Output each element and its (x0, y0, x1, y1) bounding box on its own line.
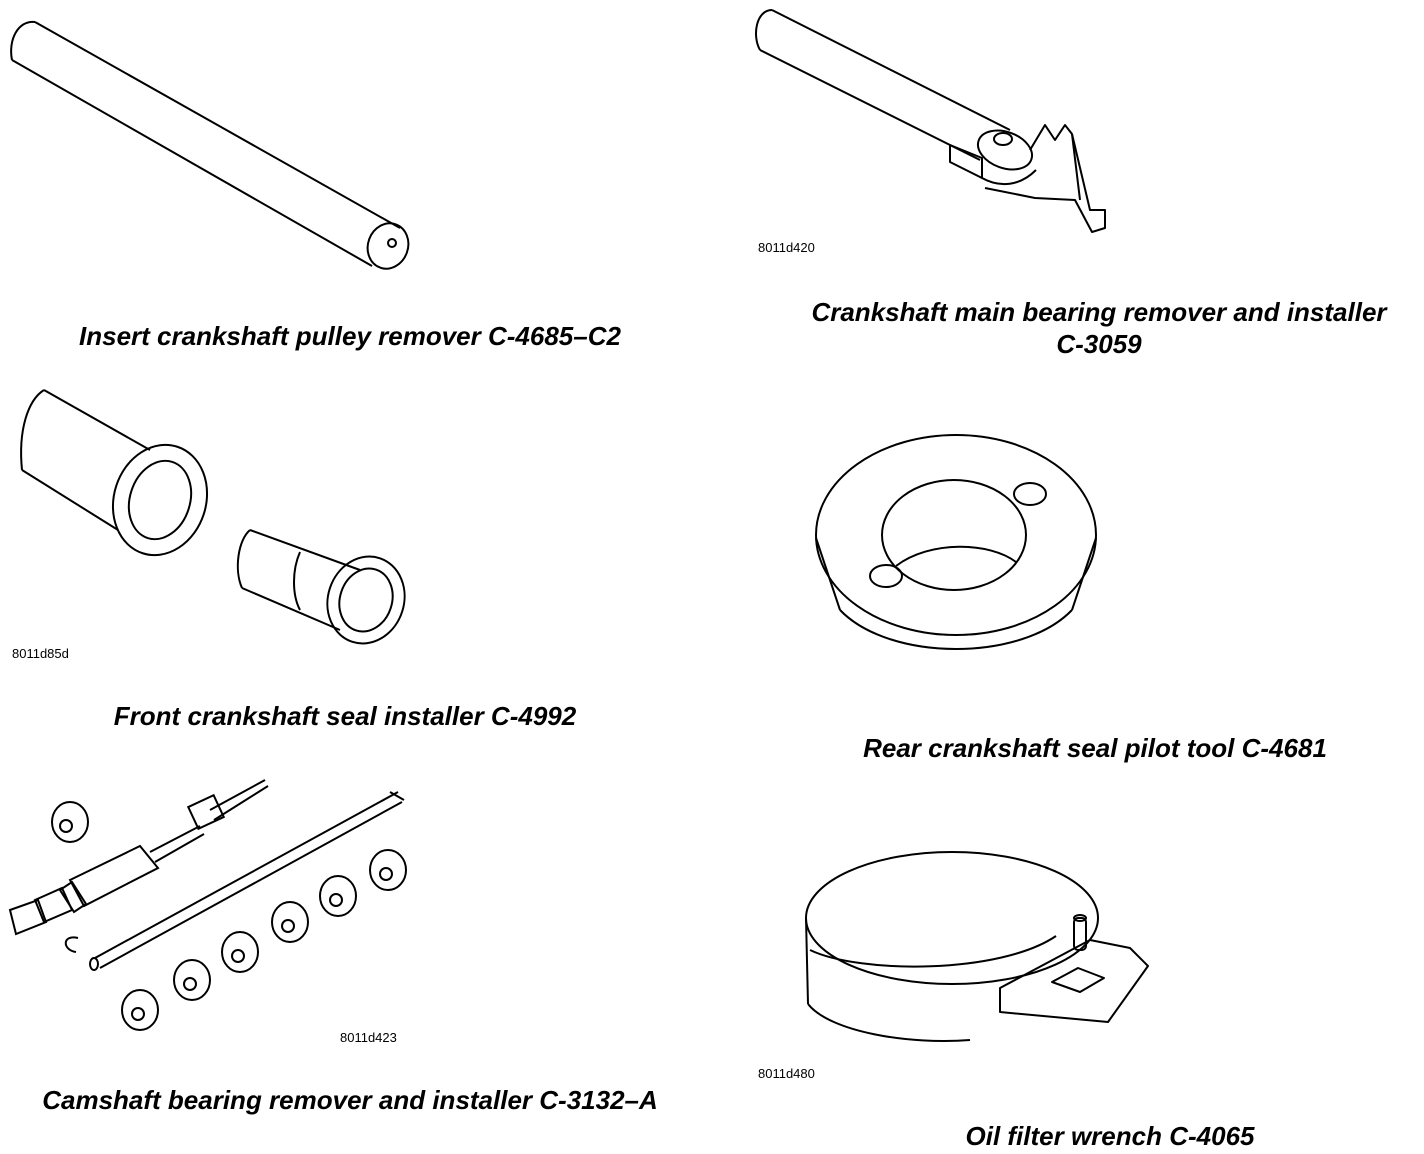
tool-panel-oil-filter-wrench: 8011d480 Oil filter wrench C-4065 (700, 770, 1424, 1154)
rear-seal-pilot-illustration (700, 370, 1424, 690)
caption-main-bearing: Crankshaft main bearing remover and inst… (811, 297, 1387, 327)
figure-id-oil-filter-wrench: 8011d480 (758, 1066, 815, 1081)
front-seal-installer-illustration (0, 370, 700, 660)
tool-panel-front-seal: 8011d85d Front crankshaft seal installer… (0, 370, 700, 750)
figure-id-camshaft-bearing: 8011d423 (340, 1030, 397, 1045)
tool-panel-main-bearing: 8011d420 Crankshaft main bearing remover… (700, 0, 1424, 370)
figure-id-main-bearing: 8011d420 (758, 240, 815, 255)
tool-panel-pulley-remover: Insert crankshaft pulley remover C-4685–… (0, 0, 700, 370)
caption-oil-filter-wrench: Oil filter wrench C-4065 (965, 1121, 1255, 1151)
main-bearing-tool-illustration (700, 0, 1424, 240)
tool-panel-rear-seal-pilot: Rear crankshaft seal pilot tool C-4681 (700, 370, 1424, 770)
caption-main-bearing-line2: C-3059 (1056, 329, 1142, 359)
tool-panel-camshaft-bearing: 8011d423 Camshaft bearing remover and in… (0, 770, 700, 1154)
caption-front-seal: Front crankshaft seal installer C-4992 (113, 701, 577, 731)
caption-camshaft-bearing: Camshaft bearing remover and installer C… (42, 1085, 658, 1115)
pulley-remover-illustration (0, 0, 700, 300)
figure-id-front-seal: 8011d85d (12, 646, 69, 661)
camshaft-bearing-tool-illustration (0, 770, 700, 1050)
caption-rear-seal-pilot: Rear crankshaft seal pilot tool C-4681 (863, 733, 1327, 763)
caption-pulley-remover: Insert crankshaft pulley remover C-4685–… (79, 321, 621, 351)
oil-filter-wrench-illustration (700, 770, 1424, 1070)
